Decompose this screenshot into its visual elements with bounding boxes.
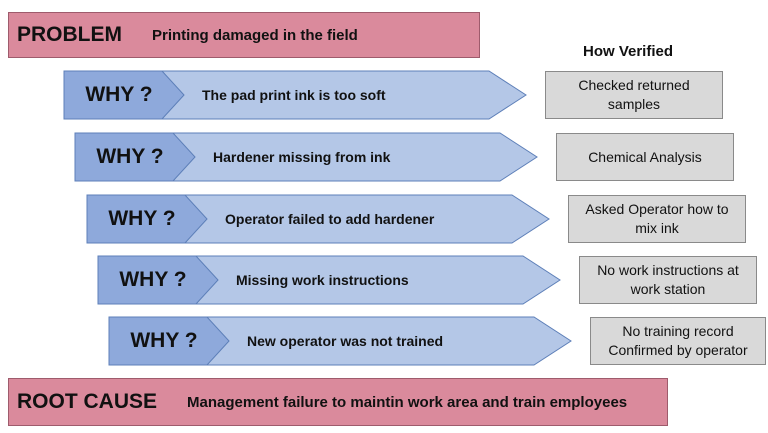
verification-text: Asked Operator how to mix ink [585, 201, 729, 236]
why-row: WHY ? The pad print ink is too soft [63, 70, 527, 120]
verification-text: No training record Confirmed by operator [608, 323, 748, 358]
why-text: Operator failed to add hardener [225, 211, 435, 227]
why-arrow-shape [74, 132, 538, 182]
why-label: WHY ? [96, 145, 164, 168]
problem-banner: PROBLEM Printing damaged in the field [8, 12, 480, 58]
why-row: WHY ? Operator failed to add hardener [86, 194, 550, 244]
why-label: WHY ? [130, 329, 198, 352]
why-text: Missing work instructions [236, 272, 409, 288]
why-label: WHY ? [85, 83, 153, 106]
problem-label: PROBLEM [17, 23, 122, 46]
root-cause-text: Management failure to maintin work area … [187, 393, 628, 411]
why-arrow-shape [108, 316, 572, 366]
why-label: WHY ? [119, 268, 187, 291]
why-arrow-shape [63, 70, 527, 120]
how-verified-header: How Verified [583, 43, 674, 60]
verification-text: Checked returned samples [578, 77, 690, 112]
why-label: WHY ? [108, 207, 176, 230]
root-cause-banner: ROOT CAUSE Management failure to maintin… [8, 378, 668, 426]
why-row: WHY ? Hardener missing from ink [74, 132, 538, 182]
problem-text: Printing damaged in the field [152, 26, 358, 44]
why-row: WHY ? Missing work instructions [97, 255, 561, 305]
why-text: The pad print ink is too soft [202, 87, 386, 103]
why-text: Hardener missing from ink [213, 149, 391, 165]
why-arrow-shape [97, 255, 561, 305]
verification-box: Checked returned samples [545, 71, 723, 119]
verification-box: Asked Operator how to mix ink [568, 195, 746, 243]
verification-box: No work instructions at work station [579, 256, 757, 304]
why-text: New operator was not trained [247, 333, 444, 349]
verification-box: Chemical Analysis [556, 133, 734, 181]
verification-box: No training record Confirmed by operator [590, 317, 766, 365]
why-arrow-shape [86, 194, 550, 244]
verification-text: No work instructions at work station [597, 262, 739, 297]
root-cause-label: ROOT CAUSE [17, 390, 158, 413]
verification-text: Chemical Analysis [588, 148, 702, 165]
why-row: WHY ? New operator was not trained [108, 316, 572, 366]
